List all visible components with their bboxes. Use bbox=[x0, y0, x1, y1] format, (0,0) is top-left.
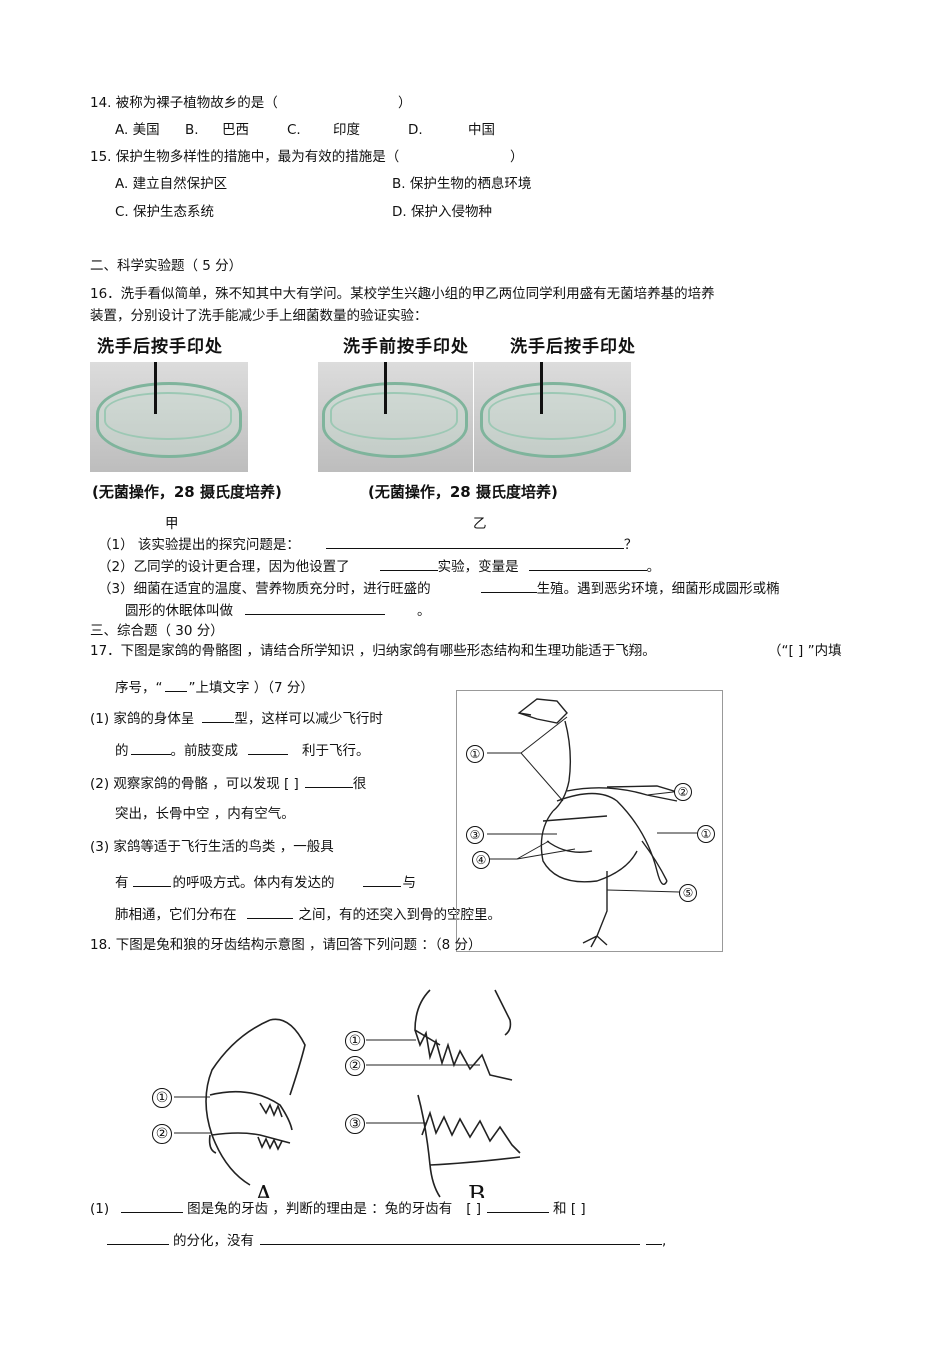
rabbit-label-1: ① bbox=[152, 1088, 172, 1108]
skeleton-label-1: ① bbox=[466, 745, 484, 763]
label-jia: 甲 bbox=[165, 516, 179, 532]
petri-dish-a-rim bbox=[104, 392, 232, 440]
q16-sub3: （3）细菌在适宜的温度、营养物质充分时，进行旺盛的生殖。遇到恶劣环境，细菌形成圆… bbox=[98, 578, 780, 598]
blank-tooth-type1[interactable] bbox=[487, 1198, 550, 1213]
q17-p3: (3) 家鸽等适于飞行生活的鸟类 ，一般具 bbox=[90, 839, 334, 855]
q14-stem: 14. 被称为裸子植物故乡的是（ bbox=[90, 95, 278, 111]
q15-option-b: B. 保护生物的栖息环境 bbox=[392, 176, 532, 192]
pigeon-skeleton-figure: ① ② ③ ① ④ ⑤ bbox=[456, 690, 723, 952]
blank-respiration[interactable] bbox=[132, 872, 171, 887]
skeleton-label-2: ② bbox=[674, 783, 692, 801]
q15-paren-close: ） bbox=[510, 149, 524, 165]
petri-photo-b1 bbox=[318, 362, 473, 472]
pointer-line-b1 bbox=[384, 362, 387, 414]
q16-stem-line1: 16．洗手看似简单，殊不知其中大有学问。某校学生兴趣小组的甲乙两位同学利用盛有无… bbox=[90, 286, 715, 302]
pigeon-skeleton-drawing bbox=[487, 698, 697, 948]
label-before-wash: 洗手前按手印处 bbox=[343, 337, 469, 357]
q14-option-d: 中国 bbox=[468, 122, 495, 138]
skeleton-label-5: ⑤ bbox=[679, 884, 697, 902]
q18-stem: 18. 下图是兔和狼的牙齿结构示意图 ，请回答下列问题 ：（8 分） bbox=[90, 937, 482, 953]
blank-variable[interactable] bbox=[528, 556, 647, 571]
petri-photo-b2 bbox=[474, 362, 631, 472]
q17-p2: (2) 观察家鸽的骨骼 ，可以发现 [ ]很 bbox=[90, 773, 366, 793]
q17-hint-a: （“[ ] ”内填 bbox=[768, 643, 842, 659]
skeleton-label-1b: ① bbox=[697, 825, 715, 843]
q17-p2-line2: 突出，长骨中空 ，内有空气。 bbox=[115, 806, 295, 822]
blank-organs[interactable] bbox=[246, 904, 293, 919]
q14-option-b: 巴西 bbox=[222, 122, 249, 138]
note-b: (无菌操作，28 摄氏度培养) bbox=[368, 483, 558, 501]
blank-body-shape[interactable] bbox=[202, 708, 235, 723]
label-after-wash-a: 洗手后按手印处 bbox=[97, 337, 223, 357]
q17-p3-line2: 有的呼吸方式。体内有发达的与 bbox=[115, 872, 416, 892]
label-yi: 乙 bbox=[473, 516, 487, 532]
teeth-figure: ① ② ① ② ③ A B bbox=[140, 985, 540, 1208]
pointer-line-a bbox=[154, 362, 157, 414]
q14-paren-close: ） bbox=[398, 95, 412, 111]
q16-stem-line2: 装置，分别设计了洗手能减少手上细菌数量的验证实验： bbox=[90, 308, 428, 324]
wolf-label-2: ② bbox=[345, 1056, 365, 1076]
q17-stem: 17．下图是家鸽的骨骼图 ，请结合所学知识 ，归纳家鸽有哪些形态结构和生理功能适… bbox=[90, 643, 656, 659]
wolf-label-1: ① bbox=[345, 1031, 365, 1051]
blank-resistance[interactable] bbox=[130, 740, 171, 755]
q14-option-b-letter: B. bbox=[185, 122, 199, 138]
blank-keel[interactable] bbox=[304, 773, 353, 788]
q17-hint-b: 序号，“”上填文字 ）（7 分） bbox=[115, 677, 314, 697]
q14-option-a: A. 美国 bbox=[115, 122, 160, 138]
blank-dormant[interactable] bbox=[245, 600, 385, 615]
section3-title: 三、综合题（ 30 分） bbox=[90, 623, 224, 639]
blank-tooth-type2[interactable] bbox=[107, 1230, 169, 1245]
q17-p1-line2: 的。前肢变成利于飞行。 bbox=[115, 740, 370, 760]
label-after-wash-b: 洗手后按手印处 bbox=[510, 337, 636, 357]
petri-photo-a bbox=[90, 362, 248, 472]
blank-reproduction[interactable] bbox=[480, 578, 537, 593]
rabbit-label-2: ② bbox=[152, 1124, 172, 1144]
note-a: (无菌操作，28 摄氏度培养) bbox=[92, 483, 282, 501]
q15-option-c: C. 保护生态系统 bbox=[115, 204, 215, 220]
q15-option-d: D. 保护入侵物种 bbox=[392, 204, 492, 220]
blank-rabbit-figure[interactable] bbox=[121, 1198, 184, 1213]
section2-title: 二、科学实验题（ 5 分） bbox=[90, 258, 243, 274]
q16-sub2: （2）乙同学的设计更合理，因为他设置了实验，变量是。 bbox=[98, 556, 660, 576]
wolf-label-3: ③ bbox=[345, 1114, 365, 1134]
petri-dish-b1-rim bbox=[330, 392, 458, 440]
blank-missing-tooth[interactable] bbox=[260, 1230, 640, 1245]
pointer-line-b2 bbox=[540, 362, 543, 414]
skeleton-label-4: ④ bbox=[472, 851, 490, 869]
blank-question[interactable] bbox=[325, 534, 624, 549]
q17-p1: (1) 家鸽的身体呈型，这样可以减少飞行时 bbox=[90, 708, 383, 728]
q16-sub3-line2: 圆形的休眠体叫做。 bbox=[125, 600, 431, 620]
q17-p3-line3: 肺相通，它们分布在之间，有的还突入到骨的空腔里。 bbox=[115, 904, 501, 924]
blank-control[interactable] bbox=[379, 556, 438, 571]
teeth-drawing bbox=[174, 989, 521, 1198]
q15-option-a: A. 建立自然保护区 bbox=[115, 176, 228, 192]
blank-wings[interactable] bbox=[248, 740, 288, 755]
q14-option-d-letter: D. bbox=[408, 122, 423, 138]
q14-option-c-letter: C. bbox=[287, 122, 301, 138]
q18-sub1-line2: 的分化，没有, bbox=[107, 1230, 666, 1250]
petri-dish-b2-rim bbox=[488, 392, 616, 440]
q15-stem: 15. 保护生物多样性的措施中，最为有效的措施是（ bbox=[90, 149, 400, 165]
q14-option-c: 印度 bbox=[333, 122, 360, 138]
blank-air-sacs[interactable] bbox=[362, 872, 401, 887]
q16-sub1: （1） 该实验提出的探究问题是：？ bbox=[98, 534, 637, 554]
q18-sub1: (1)图是兔的牙齿 ，判断的理由是 ：兔的牙齿有[ ]和 [ ] bbox=[90, 1198, 586, 1218]
skeleton-label-3: ③ bbox=[466, 826, 484, 844]
